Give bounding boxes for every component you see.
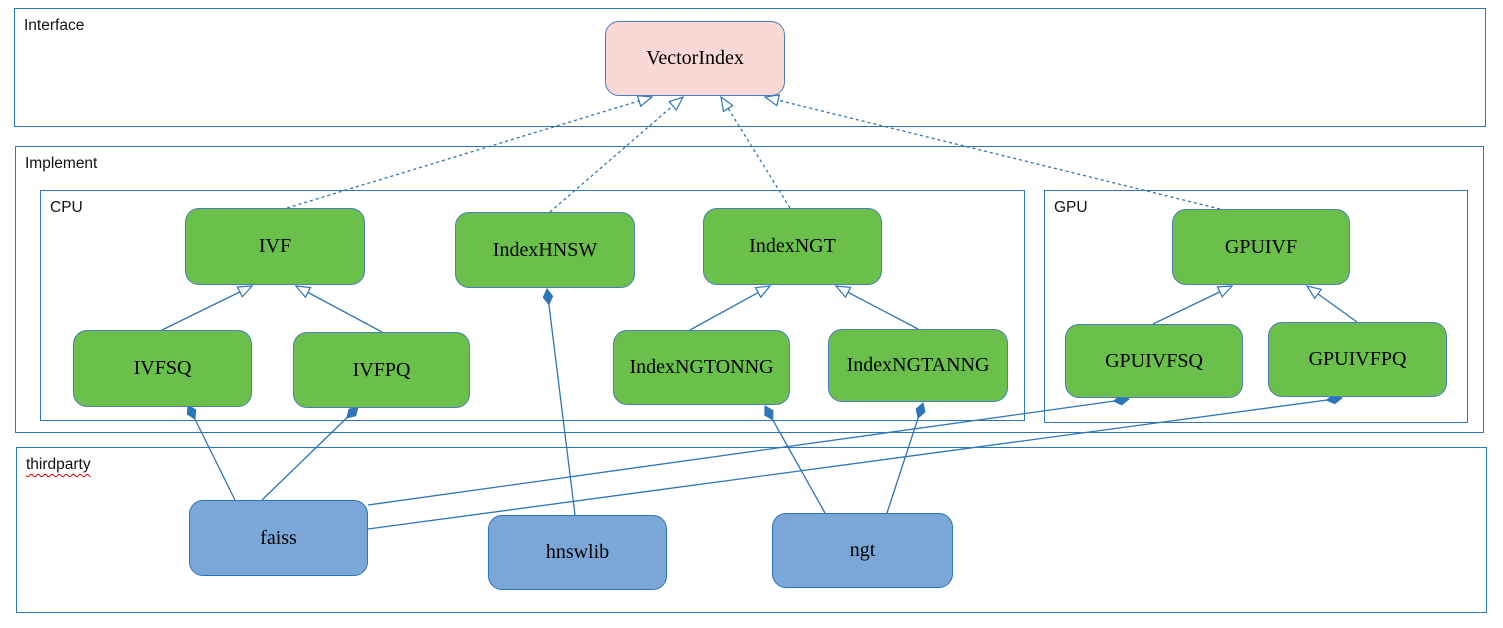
node-ngt[interactable]: ngt [772, 513, 953, 588]
node-vectorindex[interactable]: VectorIndex [605, 21, 785, 96]
node-ngt-label: ngt [849, 539, 876, 561]
node-faiss[interactable]: faiss [189, 500, 368, 576]
node-gpuivfpq[interactable]: GPUIVFPQ [1268, 322, 1447, 397]
container-interface-label: Interface [24, 17, 85, 34]
node-gpuivfpq-label: GPUIVFPQ [1308, 348, 1407, 370]
container-thirdparty-label: thirdparty [26, 456, 91, 473]
node-faiss-label: faiss [260, 526, 297, 549]
container-implement-label: Implement [25, 155, 98, 172]
node-gpuivf-label: GPUIVF [1224, 235, 1298, 258]
node-indexngtanng[interactable]: IndexNGTANNG [828, 329, 1008, 402]
node-indexhnsw[interactable]: IndexHNSW [455, 212, 635, 288]
node-gpuivfsq-label: GPUIVFSQ [1105, 349, 1203, 372]
node-hnswlib[interactable]: hnswlib [488, 515, 667, 590]
node-gpuivf[interactable]: GPUIVF [1172, 209, 1350, 285]
node-gpuivfsq[interactable]: GPUIVFSQ [1065, 324, 1243, 398]
node-ivfsq-label: IVFSQ [133, 357, 192, 379]
node-indexngt[interactable]: IndexNGT [703, 208, 882, 285]
node-ivfpq-label: IVFPQ [352, 358, 411, 381]
container-gpu-label: GPU [1054, 199, 1088, 216]
node-indexngtonng[interactable]: IndexNGTONNG [613, 330, 790, 405]
node-hnswlib-label: hnswlib [545, 541, 610, 563]
node-indexngtanng-label: IndexNGTANNG [846, 354, 990, 376]
node-ivfsq[interactable]: IVFSQ [73, 330, 252, 407]
node-indexhnsw-label: IndexHNSW [492, 238, 598, 261]
container-cpu-label: CPU [50, 199, 83, 216]
node-ivfpq[interactable]: IVFPQ [293, 332, 470, 408]
node-ivf-label: IVF [258, 235, 292, 257]
node-indexngtonng-label: IndexNGTONNG [629, 356, 774, 378]
node-ivf[interactable]: IVF [185, 208, 365, 285]
node-indexngt-label: IndexNGT [749, 235, 836, 257]
node-vectorindex-label: VectorIndex [646, 47, 744, 69]
